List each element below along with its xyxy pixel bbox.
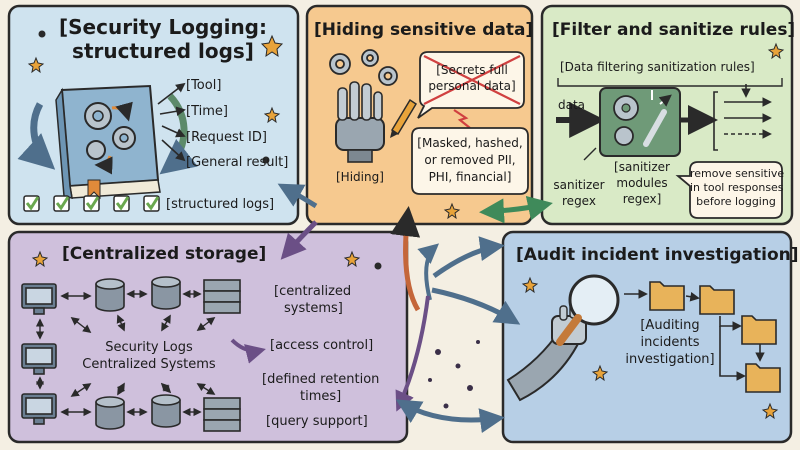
- hiding-label: [Hiding]: [336, 170, 384, 184]
- audit-title: [Audit incident investigation]: [516, 245, 799, 265]
- database-icon: [95, 276, 181, 430]
- log-field: [Tool]: [186, 78, 222, 93]
- audit-label-line1: [Auditing: [640, 318, 700, 333]
- security-logging-title-line1: [Security Logging:: [58, 15, 267, 39]
- sanitizer-line2: regex: [562, 194, 596, 208]
- monitor-icon: [21, 283, 57, 425]
- modules-line3: regex]: [622, 192, 662, 206]
- log-field: [General result]: [186, 155, 289, 170]
- secrets-line2: personal data]: [428, 79, 516, 93]
- secrets-line1: [Secrets full: [436, 63, 508, 77]
- masked-bubble: [411, 127, 529, 195]
- star-icon: [443, 202, 461, 220]
- audit-label-line3: investigation]: [625, 352, 715, 367]
- server-icon: [203, 279, 241, 432]
- storage-item1-line1: [centralized: [274, 284, 352, 299]
- filter-bracket: [713, 91, 718, 151]
- star-icon: [31, 250, 382, 270]
- filter-subtitle: [Data filtering sanitization rules]: [560, 60, 755, 74]
- data-label: data: [558, 98, 586, 112]
- storage-item3-line2: times]: [300, 389, 342, 404]
- magnifier-icon: [556, 274, 620, 346]
- storage-item4: [query support]: [266, 414, 368, 429]
- filter-title: [Filter and sanitize rules]: [552, 20, 796, 40]
- log-field: [Request ID]: [186, 130, 267, 145]
- star-icon: [27, 30, 284, 164]
- masked-line2: or removed PII,: [424, 153, 516, 167]
- masked-line3: PHI, financial]: [428, 170, 512, 184]
- sanitizer-line1: sanitizer: [553, 178, 605, 192]
- checkbox-icon: [23, 195, 160, 212]
- wrench-gear-icon: [599, 88, 680, 157]
- robot-hand-icon: [335, 81, 385, 163]
- structured-logs-label: [structured logs]: [166, 197, 275, 212]
- storage-center-line1: Security Logs: [105, 340, 193, 355]
- remove-line2: in tool responses: [690, 181, 784, 194]
- remove-line1: remove sensitive: [690, 167, 785, 180]
- pencil-icon: [390, 98, 418, 138]
- remove-bubble: [675, 161, 783, 219]
- folder-icon: [649, 281, 781, 393]
- security-logging-title-line2: structured logs]: [72, 39, 254, 63]
- gear-icon: [329, 49, 398, 86]
- storage-item1-line2: systems]: [284, 301, 343, 316]
- decorative-dots: [428, 340, 480, 409]
- modules-line2: modules: [616, 176, 668, 190]
- storage-center-line2: Centralized Systems: [82, 357, 216, 372]
- hiding-title: [Hiding sensitive data]: [314, 20, 534, 40]
- masked-line1: [Masked, hashed,: [417, 136, 523, 150]
- secrets-bubble: [417, 51, 525, 119]
- star-icon: [767, 42, 785, 60]
- storage-item2: [access control]: [270, 338, 374, 353]
- storage-item3-line1: [defined retention: [262, 372, 380, 387]
- star-icon: [521, 276, 779, 420]
- audit-label-line2: incidents: [640, 335, 700, 350]
- log-field: [Time]: [186, 104, 228, 119]
- modules-line1: [sanitizer: [614, 160, 670, 174]
- remove-line3: before logging: [696, 195, 776, 208]
- storage-title: [Centralized storage]: [62, 244, 267, 264]
